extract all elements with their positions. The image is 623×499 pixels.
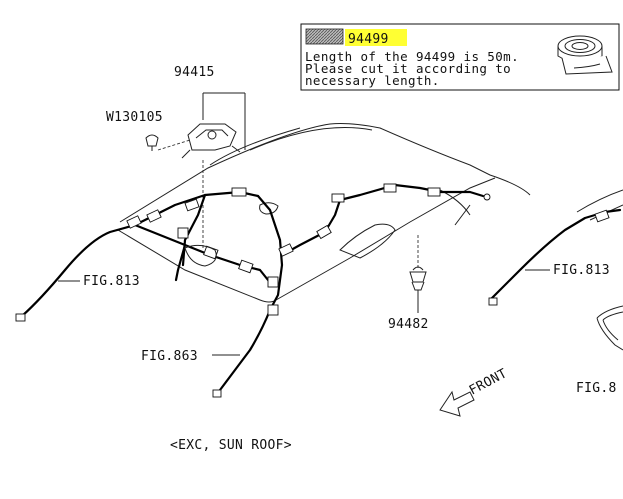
front-direction-arrow: FRONT: [439, 366, 510, 417]
callout-94482: 94482: [388, 317, 429, 332]
note-line-1: Length of the 94499 is 50m.: [305, 49, 519, 64]
tape-roll-icon: [557, 35, 613, 75]
note-box: 94499 Length of the 94499 is 50m. Please…: [300, 23, 620, 91]
callout-94415: 94415: [174, 65, 215, 80]
leader-lines: [58, 92, 550, 356]
headliner-outline: [117, 123, 623, 351]
diagram-caption: <EXC, SUN ROOF>: [170, 438, 292, 453]
callout-fig863: FIG.863: [141, 349, 198, 364]
w130105-clip: [145, 134, 159, 151]
part-94415-bracket: [181, 123, 241, 159]
part-number-highlight: [345, 29, 407, 46]
harness-clips: [15, 183, 610, 398]
note-line-2: Please cut it according to: [305, 61, 511, 76]
callout-fig813-right: FIG.813: [553, 263, 610, 278]
tape-swatch-icon: [305, 28, 344, 45]
note-line-3: necessary length.: [305, 73, 440, 88]
wire-harness-right: [488, 208, 622, 302]
callout-fig8-partial: FIG.8: [576, 381, 617, 396]
part-94482-clip: [409, 266, 427, 291]
callout-w130105: W130105: [106, 110, 163, 125]
callout-fig813-left: FIG.813: [83, 274, 140, 289]
note-part-number: 94499: [348, 32, 389, 47]
front-label: FRONT: [467, 366, 510, 398]
